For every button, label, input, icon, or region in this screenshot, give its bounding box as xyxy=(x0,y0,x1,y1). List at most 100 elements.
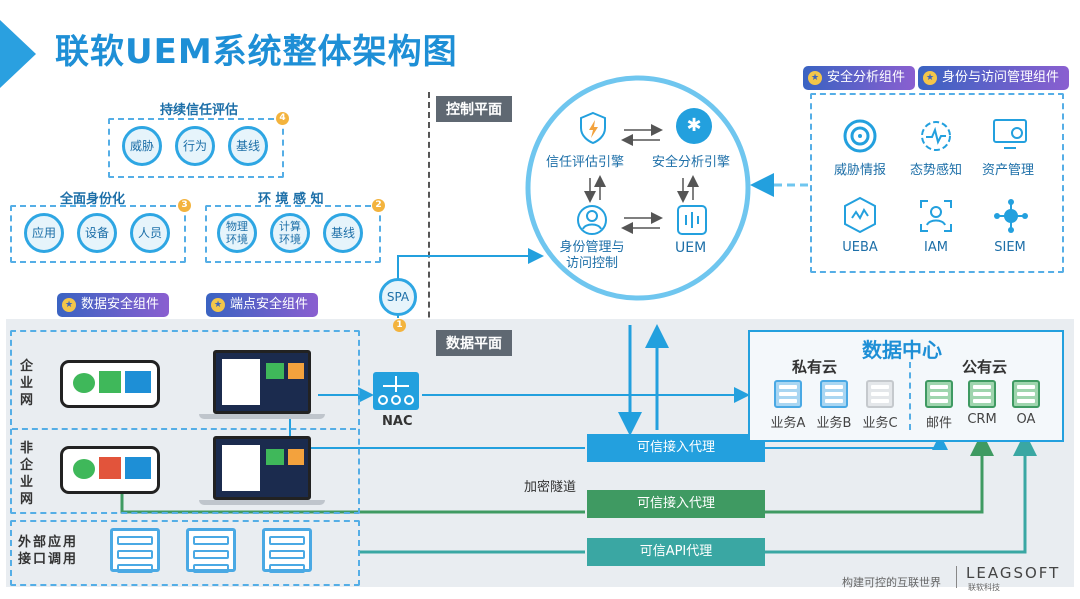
identity-access-pill: ★ 身份与访问管理组件 xyxy=(918,66,1070,90)
siem-label: SIEM xyxy=(994,240,1026,255)
situation-label: 态势感知 xyxy=(909,163,962,178)
chat-icon xyxy=(73,459,95,479)
app-tile-icon xyxy=(288,449,304,465)
api-server-icon xyxy=(110,528,160,573)
trusted-access-proxy-1: 可信接入代理 xyxy=(587,434,765,462)
footer-divider xyxy=(956,566,957,588)
env-num: 2 xyxy=(372,199,385,212)
endpoint-security-pill: ★ 端点安全组件 xyxy=(206,293,319,317)
zone-separator xyxy=(12,428,356,430)
footer-brand-sub: 联软科技 xyxy=(968,583,1000,592)
threat-intel-icon xyxy=(842,118,878,154)
star-icon: ★ xyxy=(211,298,225,312)
uem-icon xyxy=(676,204,708,236)
private-cloud-label: 私有云 xyxy=(792,358,838,376)
device-zones-box xyxy=(10,330,360,514)
app-tile-icon xyxy=(125,457,151,479)
endpoint-security-label: 端点安全组件 xyxy=(230,297,309,312)
data-security-label: 数据安全组件 xyxy=(81,297,160,312)
public-cloud-label: 公有云 xyxy=(962,358,1008,376)
asset-mgmt-icon xyxy=(992,118,1030,152)
trust-eval-box xyxy=(108,118,284,178)
star-icon: ★ xyxy=(808,71,822,85)
ueba-icon xyxy=(842,196,878,234)
spa-node: SPA xyxy=(379,278,417,316)
env-box xyxy=(205,205,381,263)
server-icon xyxy=(925,380,953,408)
trust-eval-label: 持续信任评估 xyxy=(160,103,239,118)
app-tile-icon xyxy=(99,457,121,479)
external-zone-box xyxy=(10,520,360,586)
server-icon xyxy=(774,380,802,408)
star-icon: ★ xyxy=(923,71,937,85)
trust-threat-node: 威胁 xyxy=(122,126,162,166)
api-server-icon xyxy=(262,528,312,573)
identity-box xyxy=(10,205,186,263)
identity-label: 全面身份化 xyxy=(60,192,126,207)
spa-num: 1 xyxy=(393,319,406,332)
enterprise-laptop-base xyxy=(199,414,325,419)
data-security-pill: ★ 数据安全组件 xyxy=(57,293,170,317)
server-icon xyxy=(968,380,996,408)
api-server-icon xyxy=(186,528,236,573)
encrypted-tunnel-label: 加密隧道 xyxy=(524,480,577,495)
siem-icon xyxy=(992,198,1030,234)
identity-engine-label: 身份管理与访问控制 xyxy=(559,240,625,271)
user-circle-icon xyxy=(576,204,608,236)
enterprise-laptop xyxy=(213,350,311,414)
server-icon xyxy=(820,380,848,408)
server-icon xyxy=(866,380,894,408)
env-compute-node: 计算环境 xyxy=(270,213,310,253)
mail-server-label: 邮件 xyxy=(925,416,952,431)
trusted-api-proxy: 可信API代理 xyxy=(587,538,765,566)
trust-eval-num: 4 xyxy=(276,112,289,125)
app-tile-icon xyxy=(125,371,151,393)
panel-icon xyxy=(222,445,260,491)
env-baseline-node: 基线 xyxy=(323,213,363,253)
non-enterprise-zone-label: 非企业网 xyxy=(20,441,37,507)
trusted-access-proxy-2: 可信接入代理 xyxy=(587,490,765,518)
title-accent-shape xyxy=(0,20,36,88)
cloud-separator xyxy=(909,362,911,430)
identity-person-node: 人员 xyxy=(130,213,170,253)
panel-icon xyxy=(222,359,260,405)
app-tile-icon xyxy=(266,449,284,465)
chat-icon xyxy=(73,373,95,393)
datacenter-title: 数据中心 xyxy=(862,338,942,362)
iam-label: IAM xyxy=(924,240,948,255)
identity-access-label: 身份与访问管理组件 xyxy=(942,70,1060,85)
situation-icon xyxy=(918,118,954,154)
server-b-label: 业务B xyxy=(816,416,852,431)
app-tile-icon xyxy=(266,363,284,379)
external-zone-label: 外部应用接口调用 xyxy=(18,535,79,567)
shield-bolt-icon xyxy=(578,111,608,145)
footer-brand: LEAGSOFT xyxy=(966,564,1061,582)
page-title: 联软UEM系统整体架构图 xyxy=(55,32,458,72)
non-enterprise-phone xyxy=(60,446,160,494)
server-c-label: 业务C xyxy=(862,416,898,431)
nac-icon xyxy=(373,372,419,410)
star-icon: ★ xyxy=(62,298,76,312)
app-tile-icon xyxy=(99,371,121,393)
trust-engine-label: 信任评估引擎 xyxy=(546,155,625,170)
asset-mgmt-label: 资产管理 xyxy=(981,163,1034,178)
env-physical-node: 物理环境 xyxy=(217,213,257,253)
enterprise-phone xyxy=(60,360,160,408)
identity-device-node: 设备 xyxy=(77,213,117,253)
env-label: 环 境 感 知 xyxy=(258,192,324,207)
security-analysis-label: 安全分析组件 xyxy=(827,70,906,85)
trust-baseline-node: 基线 xyxy=(228,126,268,166)
footer-slogan: 构建可控的互联世界 xyxy=(842,576,941,589)
security-analysis-pill: ★ 安全分析组件 xyxy=(803,66,916,90)
trust-behavior-node: 行为 xyxy=(175,126,215,166)
control-plane-tag: 控制平面 xyxy=(436,96,512,122)
security-components-box xyxy=(810,93,1064,273)
uem-label: UEM xyxy=(675,240,707,256)
iam-icon xyxy=(918,198,954,234)
data-plane-tag: 数据平面 xyxy=(436,330,512,356)
brain-icon: ✱ xyxy=(676,108,712,144)
oa-server-label: OA xyxy=(1016,412,1036,427)
server-a-label: 业务A xyxy=(770,416,806,431)
non-enterprise-laptop xyxy=(213,436,311,500)
non-enterprise-laptop-base xyxy=(199,500,325,505)
